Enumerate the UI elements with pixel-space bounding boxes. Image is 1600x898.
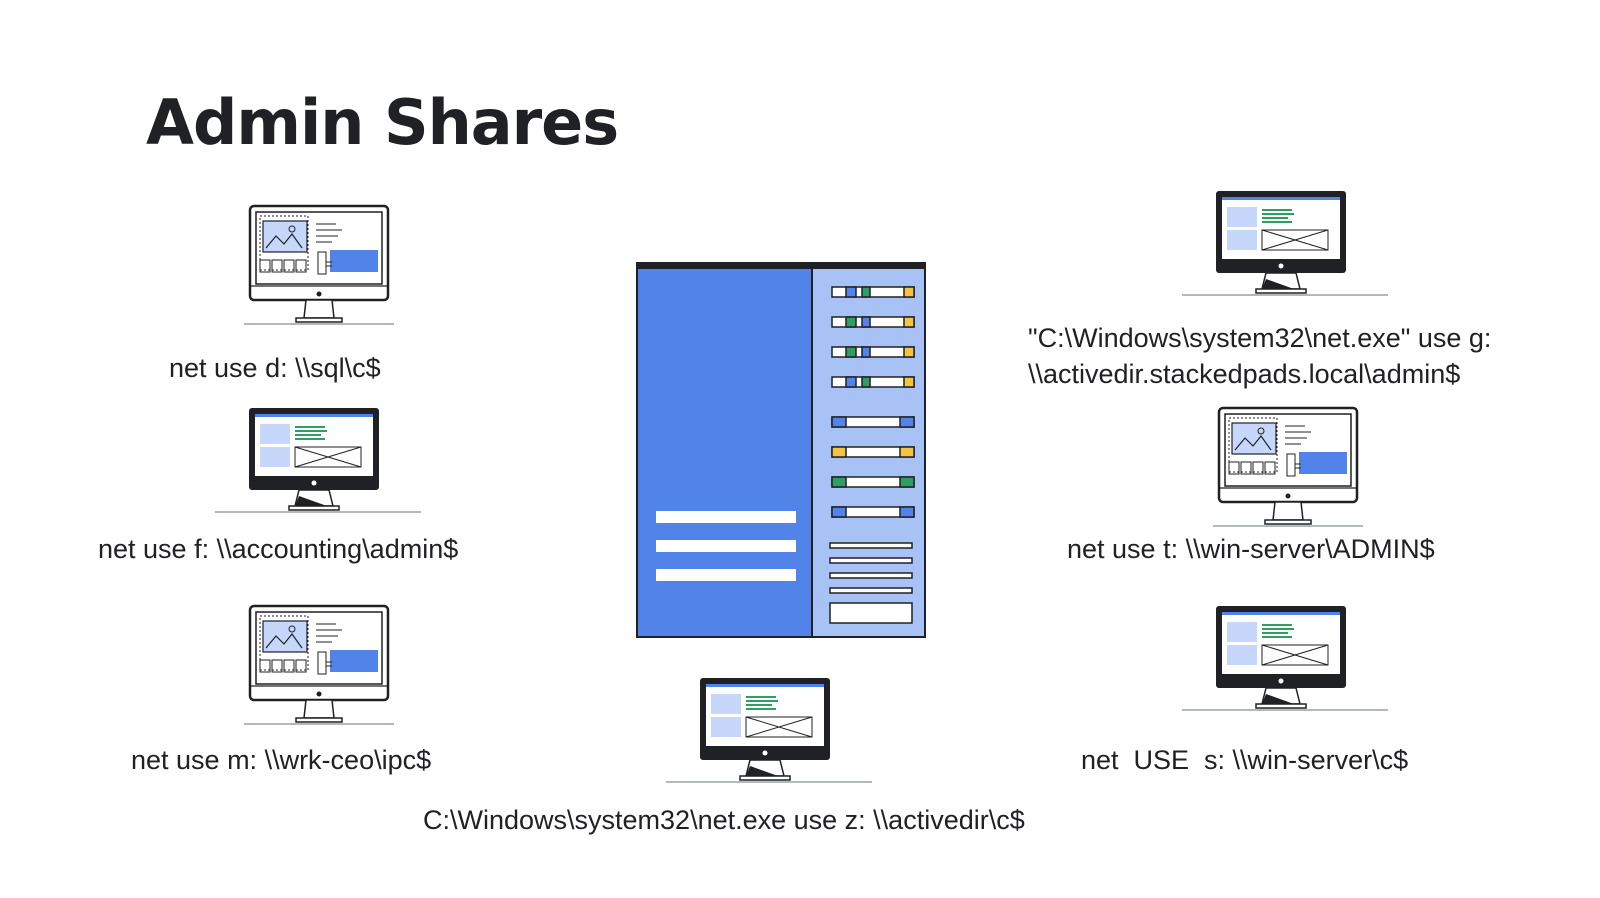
page-title: Admin Shares [146, 86, 619, 159]
computer-monitor-icon [215, 406, 421, 524]
computer-monitor-icon [666, 676, 872, 794]
computer-monitor-icon [1182, 604, 1388, 722]
computer-monitor-icon [1182, 189, 1388, 307]
command-activedir-g-line1: "C:\Windows\system32\net.exe" use g: [1028, 323, 1492, 353]
command-accounting: net use f: \\accounting\admin$ [98, 534, 459, 564]
server-rack-icon [636, 262, 926, 643]
computer-monitor-icon [244, 202, 394, 328]
command-win-server-s: net USE s: \\win-server\c$ [1081, 745, 1409, 775]
command-wrk-ceo: net use m: \\wrk-ceo\ipc$ [131, 745, 432, 775]
command-win-server-t: net use t: \\win-server\ADMIN$ [1067, 534, 1435, 564]
command-activedir-g-line2: \\activedir.stackedpads.local\admin$ [1028, 359, 1461, 389]
computer-monitor-icon [1213, 404, 1363, 530]
computer-monitor-icon [244, 602, 394, 728]
command-sql: net use d: \\sql\c$ [169, 353, 381, 383]
command-activedir-z: C:\Windows\system32\net.exe use z: \\act… [423, 805, 1025, 835]
